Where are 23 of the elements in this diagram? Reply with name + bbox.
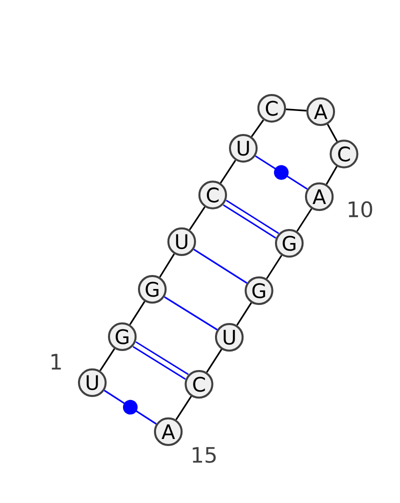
backbone-line <box>129 300 146 326</box>
base-pair-line <box>193 248 248 284</box>
backbone-line <box>236 302 252 326</box>
base-pair-line <box>254 155 308 190</box>
position-number: 10 <box>348 201 372 218</box>
position-number: 1 <box>52 354 61 370</box>
backbone-line <box>206 348 222 373</box>
backbone-line <box>188 206 206 230</box>
backbone-line <box>159 253 175 278</box>
backbone-line <box>326 166 338 185</box>
backbone-line <box>286 108 306 112</box>
backbone-line <box>266 254 282 280</box>
base-pair-line <box>132 341 189 380</box>
backbone-line <box>175 396 192 420</box>
backbone-line <box>250 120 264 138</box>
backbone-line <box>326 124 338 142</box>
backbone-line <box>220 160 236 184</box>
base-pair-line <box>104 390 157 425</box>
position-number: 15 <box>192 447 216 463</box>
base-pair-line <box>222 200 280 239</box>
backbone-line <box>99 348 116 372</box>
backbone-line <box>296 208 312 232</box>
base-pair-line <box>164 296 218 330</box>
